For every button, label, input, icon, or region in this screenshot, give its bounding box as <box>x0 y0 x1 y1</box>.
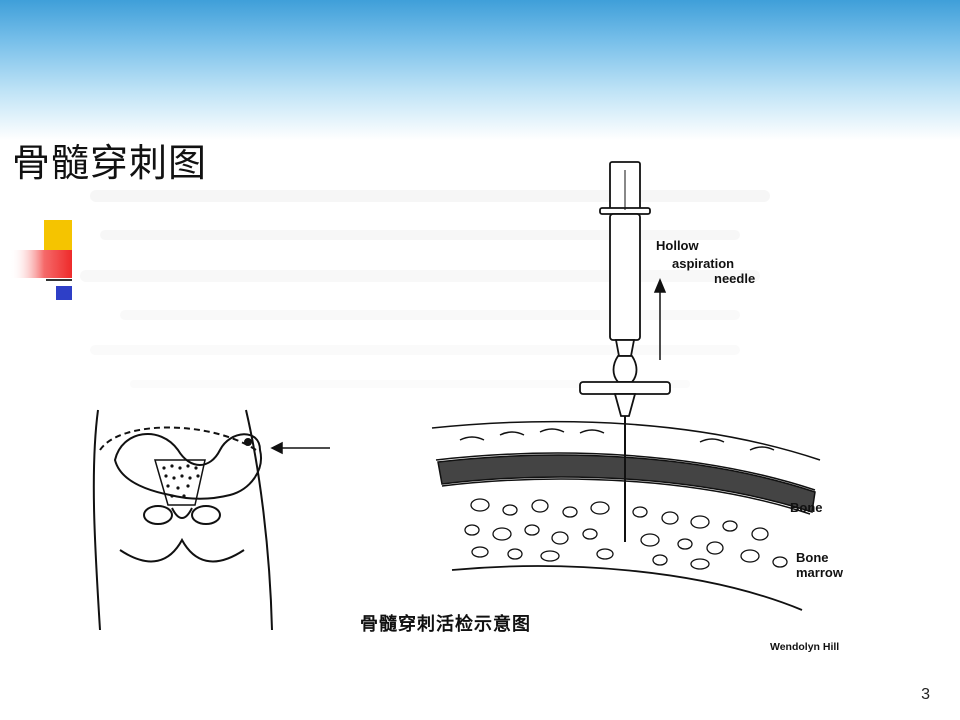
label-bone: Bone <box>790 500 823 515</box>
label-bone-marrow-2: marrow <box>796 565 844 580</box>
scan-texture <box>80 190 770 388</box>
upward-arrow <box>653 278 667 360</box>
figure-caption: 骨髓穿刺活检示意图 <box>360 613 531 634</box>
bone-marrow-aspiration-diagram: Hollow aspiration needle Bone Bone marro… <box>80 161 844 653</box>
page-number: 3 <box>921 686 930 703</box>
pelvis-illustration <box>92 409 273 631</box>
syringe-icon <box>579 161 671 417</box>
pelvis-dots <box>162 464 200 498</box>
cortical-bone-layer <box>437 454 816 515</box>
label-needle: needle <box>714 271 755 286</box>
skin-layer <box>431 420 821 491</box>
slide-title: 骨髓穿刺图 <box>12 141 208 185</box>
pointer-arrow <box>270 441 330 455</box>
label-bone-marrow-1: Bone <box>796 550 829 565</box>
figure-credit: Wendolyn Hill <box>770 641 839 653</box>
label-aspiration: aspiration <box>672 256 734 271</box>
bullet-decoration-icon <box>10 220 72 300</box>
bone-marrow-layer <box>451 498 803 611</box>
header-gradient-band <box>0 0 960 140</box>
label-hollow: Hollow <box>656 238 699 253</box>
